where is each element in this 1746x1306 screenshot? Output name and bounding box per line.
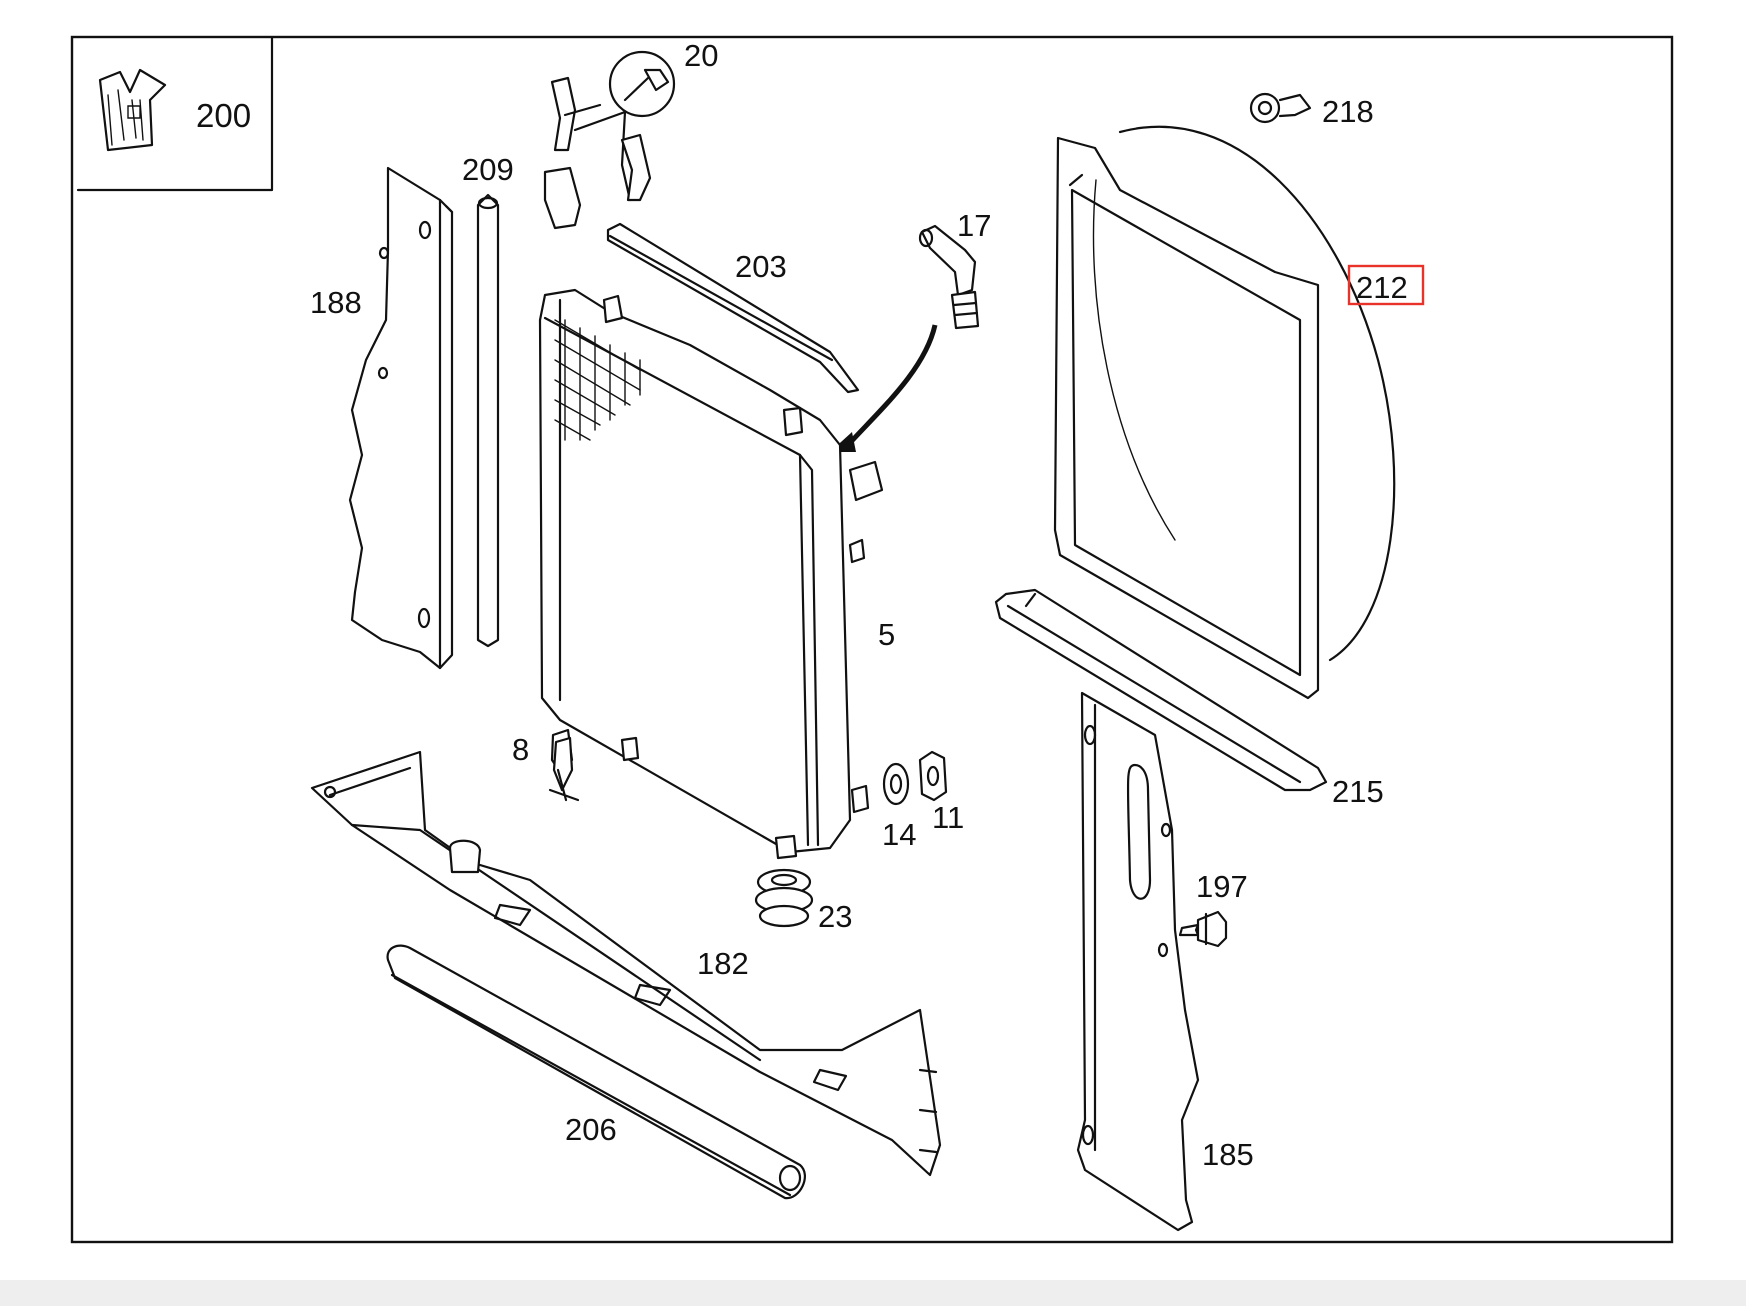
clip-icon [98,68,167,152]
part-188[interactable]: 188 [310,166,454,670]
label-188: 188 [310,285,362,320]
label-206: 206 [565,1112,617,1147]
part-185[interactable]: 185 [1076,691,1254,1232]
part-197[interactable]: 197 [1178,869,1248,948]
part-17[interactable]: 17 [918,208,991,330]
part-212[interactable]: 212 [1053,125,1425,700]
label-215: 215 [1332,774,1384,809]
label-212: 212 [1356,270,1408,305]
label-23: 23 [818,899,852,934]
label-218: 218 [1322,94,1374,129]
label-185: 185 [1202,1137,1254,1172]
part-20[interactable]: 20 [543,38,718,230]
label-203: 203 [735,249,787,284]
label-197: 197 [1196,869,1248,904]
part-14[interactable]: 14 [882,762,916,852]
label-14: 14 [882,817,916,852]
part-203[interactable]: 203 [606,222,860,394]
part-182[interactable]: 182 [310,750,942,1177]
inset-200[interactable]: 200 [76,36,274,192]
label-17: 17 [957,208,991,243]
part-218[interactable]: 218 [1249,92,1374,129]
part-206[interactable]: 206 [386,944,806,1200]
label-8: 8 [512,732,529,767]
part-209[interactable]: 209 [462,152,514,648]
footer-bar [0,1280,1746,1306]
part-8[interactable]: 8 [512,728,580,802]
inset-label-200: 200 [196,97,251,134]
label-209: 209 [462,152,514,187]
part-11[interactable]: 11 [918,750,964,835]
wrench-icon [608,50,676,118]
label-5: 5 [878,617,895,652]
part-23[interactable]: 23 [754,868,852,934]
label-182: 182 [697,946,749,981]
label-11: 11 [932,800,964,835]
highlight-box-212 [1347,264,1425,306]
part-215[interactable]: 215 [994,588,1384,809]
part-5[interactable]: 5 [538,288,895,860]
label-20: 20 [684,38,718,73]
